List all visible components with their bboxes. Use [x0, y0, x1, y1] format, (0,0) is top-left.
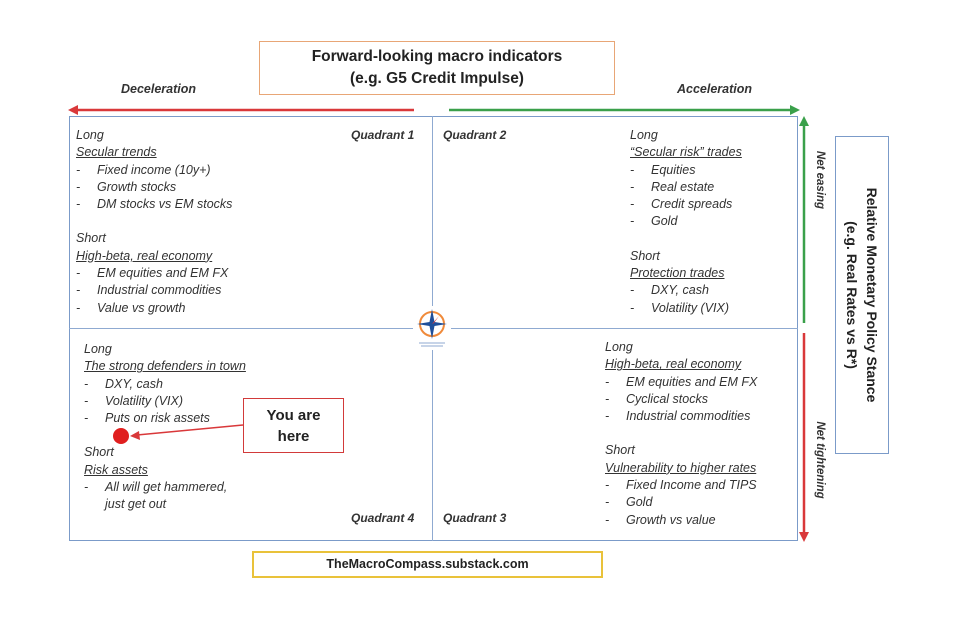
q1-short-list: EM equities and EM FX Industrial commodi… — [76, 265, 346, 317]
title-box: Forward-looking macro indicators (e.g. G… — [259, 41, 615, 95]
title-line-2: (e.g. G5 Credit Impulse) — [350, 70, 524, 87]
list-item: EM equities and EM FX — [76, 265, 346, 283]
q2-long-list: Equities Real estate Credit spreads Gold — [630, 162, 790, 231]
quadrant-1-label: Quadrant 1 — [351, 128, 415, 142]
q3-short-title: Vulnerability to higher rates — [605, 460, 757, 475]
title-line-1: Forward-looking macro indicators — [311, 48, 563, 65]
you-are-here-box: You are here — [243, 398, 344, 453]
list-item: EM equities and EM FX — [605, 374, 793, 392]
list-item: Equities — [630, 162, 790, 180]
list-item: DXY, cash — [630, 282, 790, 300]
q1-long-head: Long — [76, 128, 104, 142]
net-tightening-label: Net tightening — [814, 421, 826, 499]
q4-long-head: Long — [84, 342, 112, 356]
list-item: Industrial commodities — [605, 408, 793, 426]
policy-stance-box — [835, 136, 889, 454]
q2-short-title: Protection trades — [630, 266, 725, 281]
q4-short-title: Risk assets — [84, 462, 148, 477]
list-item: Cyclical stocks — [605, 391, 793, 409]
source-footer: TheMacroCompass.substack.com — [252, 551, 603, 578]
list-item: Fixed income (10y+) — [76, 162, 346, 180]
list-item: Puts on risk assets — [84, 410, 284, 428]
q1-long-list: Fixed income (10y+) Growth stocks DM sto… — [76, 162, 346, 214]
q3-short-list: Fixed Income and TIPS Gold Growth vs val… — [605, 477, 793, 529]
compass-star-icon — [417, 309, 447, 347]
q3-short-head: Short — [605, 443, 635, 458]
list-item: All will get hammered, just get out — [84, 479, 249, 514]
you-are-here-line-2: here — [277, 427, 310, 445]
net-easing-arrow — [799, 116, 809, 323]
quadrant-3-content: Long High-beta, real economy EM equities… — [605, 339, 793, 529]
list-item: DXY, cash — [84, 376, 284, 394]
quadrant-2-content: Long “Secular risk” trades Equities Real… — [630, 127, 790, 317]
quadrant-1-content: Long Secular trends Fixed income (10y+) … — [76, 127, 346, 317]
list-item: Fixed Income and TIPS — [605, 477, 793, 495]
q2-short-head: Short — [630, 248, 660, 263]
q2-long-head: Long — [630, 128, 658, 142]
q1-long-title: Secular trends — [76, 145, 157, 160]
q3-long-list: EM equities and EM FX Cyclical stocks In… — [605, 374, 793, 426]
q2-long-title: “Secular risk” trades — [630, 145, 742, 160]
acceleration-label: Acceleration — [677, 82, 753, 96]
q3-long-head: Long — [605, 340, 633, 354]
list-item: Gold — [630, 213, 790, 231]
q4-long-list: DXY, cash Volatility (VIX) Puts on risk … — [84, 376, 284, 428]
list-item: Industrial commodities — [76, 282, 346, 300]
list-item: Volatility (VIX) — [630, 300, 790, 318]
q1-short-head: Short — [76, 231, 106, 246]
list-item: Growth stocks — [76, 179, 346, 197]
q1-short-title: High-beta, real economy — [76, 248, 213, 263]
policy-stance-text: Relative Monetary Policy Stance (e.g. Re… — [842, 135, 882, 455]
compass-logo — [413, 306, 451, 350]
q2-short-list: DXY, cash Volatility (VIX) — [630, 282, 790, 317]
policy-stance-line-1: Relative Monetary Policy Stance — [864, 187, 880, 403]
quadrant-4-label: Quadrant 4 — [351, 511, 415, 525]
you-are-here-line-1: You are — [266, 406, 321, 424]
net-easing-label: Net easing — [814, 150, 826, 210]
acceleration-arrow — [449, 105, 800, 115]
list-item: Credit spreads — [630, 196, 790, 214]
list-item: Real estate — [630, 179, 790, 197]
you-are-here-dot — [113, 428, 129, 444]
net-tightening-arrow — [799, 333, 809, 542]
list-item: DM stocks vs EM stocks — [76, 196, 346, 214]
list-item: Value vs growth — [76, 300, 346, 318]
policy-stance-line-2: (e.g. Real Rates vs R*) — [844, 221, 860, 369]
q4-long-title: The strong defenders in town — [84, 359, 246, 374]
list-item: Gold — [605, 494, 793, 512]
list-item: Volatility (VIX) — [84, 393, 284, 411]
deceleration-arrow — [68, 105, 414, 115]
quadrant-3-label: Quadrant 3 — [443, 511, 507, 525]
quadrant-4-content: Long The strong defenders in town DXY, c… — [84, 341, 284, 514]
q3-long-title: High-beta, real economy — [605, 357, 742, 372]
deceleration-label: Deceleration — [121, 82, 197, 96]
quadrant-2-label: Quadrant 2 — [443, 128, 507, 142]
q4-short-head: Short — [84, 445, 114, 460]
list-item: Growth vs value — [605, 512, 793, 530]
q4-short-list: All will get hammered, just get out — [84, 479, 249, 514]
